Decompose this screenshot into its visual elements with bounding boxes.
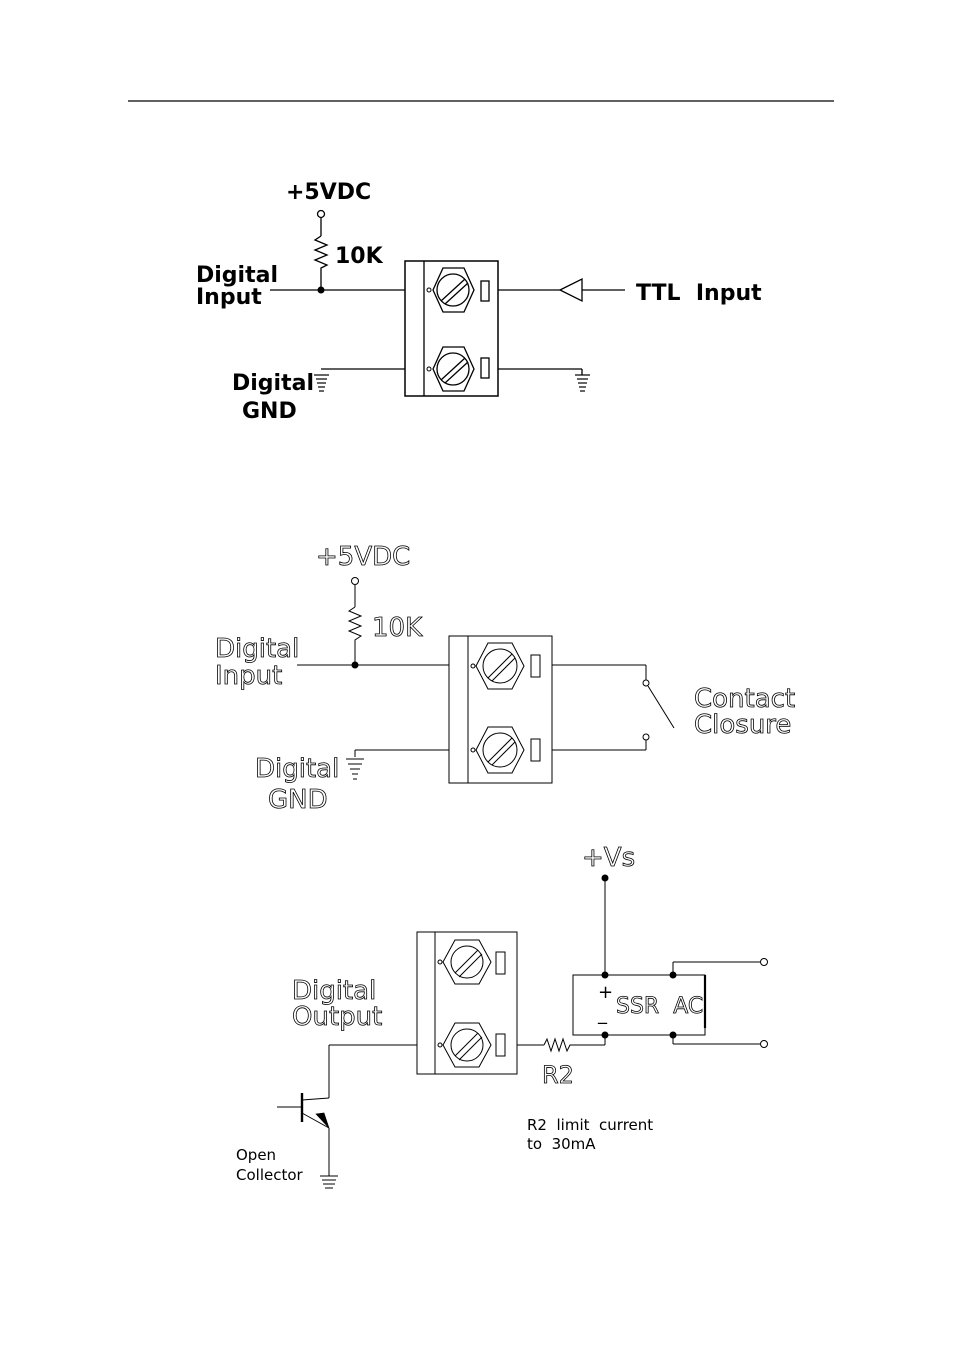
r2-label: R2 (542, 1061, 574, 1089)
ssr-minus-sign: _ (597, 1004, 608, 1025)
ssr-label: SSR AC (616, 994, 703, 1019)
ttl-buffer-icon (560, 279, 582, 301)
ac-terminal (761, 1041, 768, 1048)
diagram-ttl-input: +5VDC 10K Digital Input Digital GND (196, 180, 762, 424)
terminal-block (417, 932, 517, 1074)
open-collector-label: Collector (236, 1166, 304, 1184)
ssr-relay: + _ SSR AC (573, 975, 705, 1035)
supply-label: +5VDC (316, 542, 410, 572)
contact-switch (648, 686, 674, 728)
pullup-resistor (315, 236, 327, 290)
transistor-icon (277, 1093, 329, 1176)
r2-note: R2 limit current (527, 1116, 653, 1134)
ground-icon (320, 1176, 338, 1188)
diagram-open-collector-output: +Vs Digital Output (236, 843, 768, 1188)
digital-input-label: Digital (215, 634, 299, 664)
diagram-contact-closure: +5VDC 10K Digital Input Digital GND (215, 542, 795, 815)
digital-input-label: Input (215, 661, 282, 691)
ac-terminal (761, 959, 768, 966)
open-collector-label: Open (236, 1146, 276, 1164)
contact-closure-label: Closure (694, 710, 791, 740)
junction-dot (602, 972, 609, 979)
digital-gnd-label: GND (268, 785, 328, 815)
r2-resistor (544, 1039, 605, 1051)
digital-gnd-label: GND (242, 399, 297, 424)
terminal-block (449, 636, 552, 783)
junction-dot (352, 662, 359, 669)
terminal-block (405, 261, 498, 396)
digital-output-label: Output (292, 1002, 382, 1032)
ttl-input-label: TTL Input (636, 281, 762, 306)
ssr-plus-sign: + (598, 982, 613, 1003)
digital-input-label: Input (196, 285, 262, 310)
supply-terminal (352, 578, 359, 585)
supply-terminal (318, 211, 325, 218)
ground-icon (346, 759, 364, 779)
digital-gnd-label: Digital (232, 371, 314, 396)
pullup-resistor (349, 607, 361, 665)
supply-label: +5VDC (286, 180, 371, 205)
ground-icon (314, 375, 329, 391)
resistor-label: 10K (335, 244, 384, 269)
digital-gnd-label: Digital (255, 754, 339, 784)
r2-note: to 30mA (527, 1135, 596, 1153)
junction-dot (318, 287, 325, 294)
ground-icon (575, 375, 590, 391)
supply-label: +Vs (582, 843, 635, 873)
resistor-label: 10K (372, 613, 423, 643)
